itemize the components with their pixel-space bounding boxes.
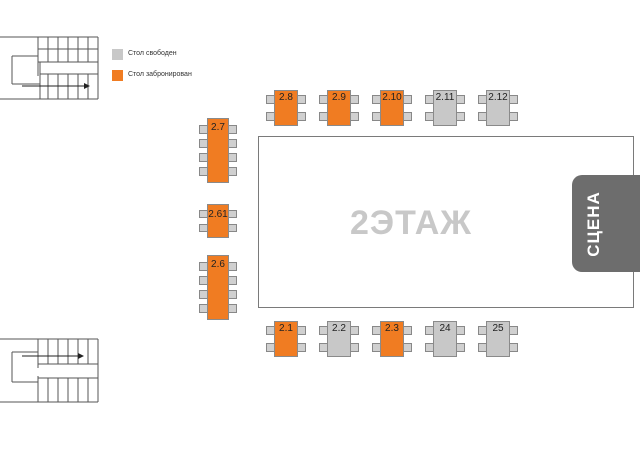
legend-free-label: Стол свободен [128, 50, 177, 57]
table-2-12[interactable]: 2.12 [478, 90, 518, 126]
table-number: 2.8 [279, 92, 293, 103]
table-number: 2.1 [279, 323, 293, 334]
stage-label: СЦЕНА [584, 190, 603, 257]
legend-free-swatch [112, 49, 123, 60]
table-2-10[interactable]: 2.10 [372, 90, 412, 126]
floor-title: 2ЭТАЖ [350, 204, 473, 242]
table-2-11[interactable]: 2.11 [425, 90, 465, 126]
table-top [486, 90, 510, 126]
table-number: 2.11 [435, 92, 455, 103]
table-2-2[interactable]: 2.2 [319, 321, 359, 357]
table-number: 2.10 [382, 92, 402, 103]
stage [572, 175, 640, 272]
table-number: 2.7 [211, 122, 225, 133]
table-2-9[interactable]: 2.9 [319, 90, 359, 126]
floor-area [258, 136, 634, 308]
legend-booked-swatch [112, 70, 123, 81]
table-top [380, 90, 404, 126]
table-top [433, 321, 457, 357]
table-number: 2.3 [385, 323, 399, 334]
table-number: 2.2 [332, 323, 346, 334]
table-2-6[interactable]: 2.6 [199, 255, 237, 320]
table-2-61[interactable]: 2.61 [199, 204, 237, 238]
table-2-7[interactable]: 2.7 [199, 118, 237, 183]
table-2-1[interactable]: 2.1 [266, 321, 306, 357]
staircase-bottom-icon [0, 338, 99, 403]
table-number: 25 [492, 323, 504, 334]
table-number: 2.61 [208, 209, 228, 220]
stage-label-container: СЦЕНА [572, 175, 616, 272]
table-top [207, 204, 229, 238]
table-top [274, 90, 298, 126]
table-number: 24 [439, 323, 451, 334]
table-top [486, 321, 510, 357]
table-2-3[interactable]: 2.3 [372, 321, 412, 357]
table-top [327, 90, 351, 126]
table-top [207, 118, 229, 183]
table-number: 2.6 [211, 259, 225, 270]
table-top [327, 321, 351, 357]
legend-booked-label: Стол забронирован [128, 71, 192, 78]
table-top [274, 321, 298, 357]
table-top [433, 90, 457, 126]
table-24[interactable]: 24 [425, 321, 465, 357]
table-number: 2.9 [332, 92, 346, 103]
table-top [207, 255, 229, 320]
table-number: 2.12 [488, 92, 508, 103]
table-25[interactable]: 25 [478, 321, 518, 357]
table-top [380, 321, 404, 357]
staircase-top-icon [0, 36, 99, 100]
table-2-8[interactable]: 2.8 [266, 90, 306, 126]
